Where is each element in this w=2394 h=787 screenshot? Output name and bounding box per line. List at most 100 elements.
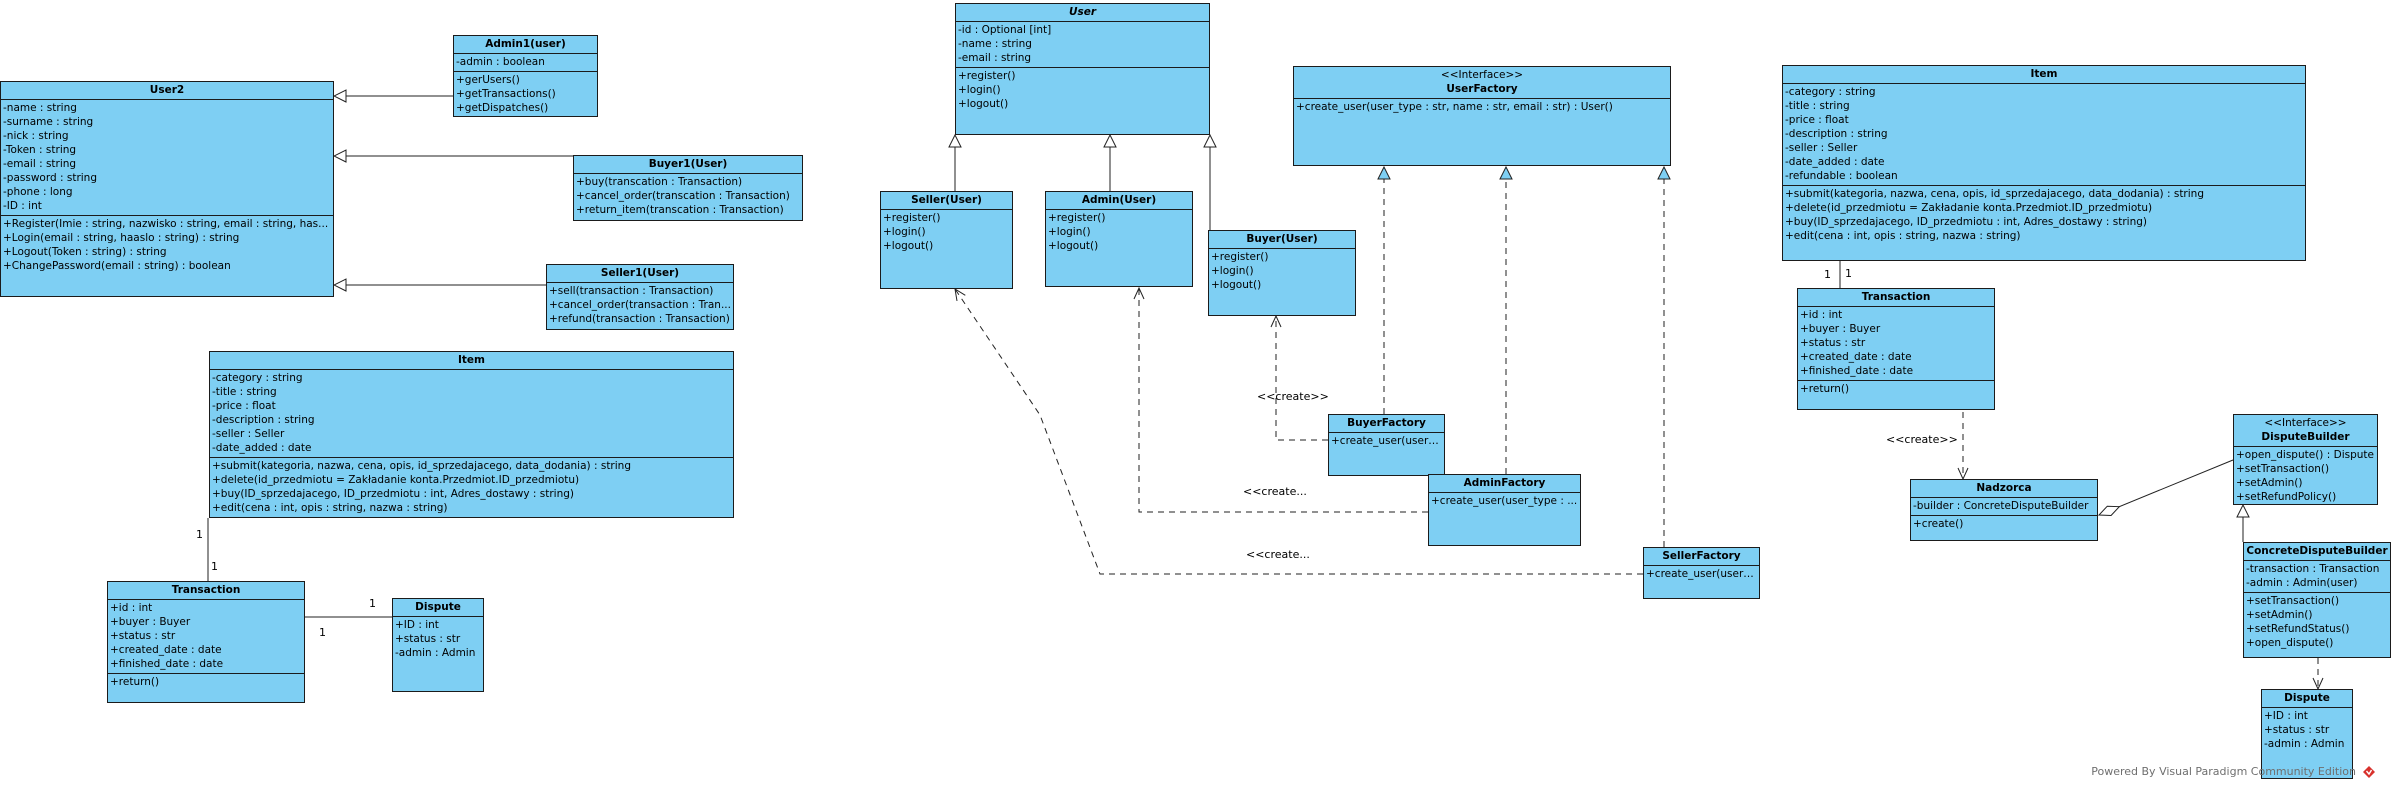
- operation: +logout(): [1211, 279, 1262, 291]
- class-name: SellerFactory: [1662, 550, 1741, 562]
- operation: +setRefundPolicy(): [2236, 491, 2337, 503]
- operation: +refund(transaction : Transaction): [549, 313, 730, 325]
- class-concretedisputebuilder[interactable]: ConcreteDisputeBuilder -transaction : Tr…: [2243, 542, 2391, 658]
- class-admin1-user[interactable]: Admin1(user) -admin : boolean +gerUsers(…: [453, 35, 598, 117]
- attribute: -description : string: [1785, 128, 1888, 140]
- multiplicity-label: 1: [211, 560, 218, 573]
- class-buyerfactory[interactable]: BuyerFactory +create_user(user_...: [1328, 414, 1445, 476]
- class-seller1-user[interactable]: Seller1(User) +sell(transaction : Transa…: [546, 264, 734, 330]
- attributes-section: +id : int +buyer : Buyer +status : str +…: [1798, 307, 1994, 381]
- attribute: -title : string: [1785, 100, 1850, 112]
- stereotype: <<Interface>>: [2264, 417, 2347, 429]
- class-name: Seller(User): [911, 194, 982, 206]
- attribute: -id : Optional [int]: [958, 24, 1052, 36]
- operations-section: +register() +login() +logout(): [1209, 249, 1355, 294]
- class-seller-user[interactable]: Seller(User) +register() +login() +logou…: [880, 191, 1013, 289]
- operation: +create_user(user_type : str, name : str…: [1296, 101, 1613, 113]
- operations-section: +return(): [108, 674, 304, 691]
- class-nadzorca[interactable]: Nadzorca -builder : ConcreteDisputeBuild…: [1910, 479, 2098, 541]
- attribute: -seller : Seller: [1785, 142, 1858, 154]
- multiplicity-label: 1: [1845, 267, 1852, 280]
- operation: +setAdmin(): [2236, 477, 2303, 489]
- attribute: -builder : ConcreteDisputeBuilder: [1913, 500, 2089, 512]
- dep-adminfactory-admin: [1139, 288, 1428, 513]
- attribute: +created_date : date: [1800, 351, 1912, 363]
- attribute: -surname : string: [3, 116, 94, 128]
- class-name: Buyer1(User): [648, 158, 728, 170]
- class-item-right[interactable]: Item -category : string -title : string …: [1782, 65, 2306, 261]
- class-name: ConcreteDisputeBuilder: [2246, 545, 2388, 557]
- class-item-left[interactable]: Item -category : string -title : string …: [209, 351, 734, 518]
- attribute: -name : string: [958, 38, 1032, 50]
- operations-section: +register() +login() +logout(): [956, 68, 1209, 113]
- operations-section: +create_user(user_type : ...: [1429, 493, 1580, 510]
- class-admin-user[interactable]: Admin(User) +register() +login() +logout…: [1045, 191, 1193, 287]
- class-transaction-left[interactable]: Transaction +id : int +buyer : Buyer +st…: [107, 581, 305, 703]
- operation: +register(): [1048, 212, 1106, 224]
- stereotype: <<Interface>>: [1440, 69, 1524, 81]
- operation: +edit(cena : int, opis : string, nazwa :…: [212, 502, 448, 514]
- create-label: <<create>>: [1257, 390, 1329, 403]
- class-buyer1-user[interactable]: Buyer1(User) +buy(transcation : Transact…: [573, 155, 803, 221]
- class-buyer-user[interactable]: Buyer(User) +register() +login() +logout…: [1208, 230, 1356, 316]
- operation: +login(): [958, 84, 1001, 96]
- attribute: -nick : string: [3, 130, 69, 142]
- attribute: +status : str: [1800, 337, 1866, 349]
- attribute: +buyer : Buyer: [1800, 323, 1881, 335]
- operation: +register(): [1211, 251, 1269, 263]
- multiplicity-label: 1: [196, 528, 203, 541]
- operation: +register(): [883, 212, 941, 224]
- attributes-section: -name : string -surname : string -nick :…: [1, 100, 333, 216]
- attribute: +id : int: [110, 602, 153, 614]
- attribute: -refundable : boolean: [1785, 170, 1898, 182]
- operations-section: +submit(kategoria, nazwa, cena, opis, id…: [210, 458, 733, 517]
- operation: +buy(transcation : Transaction): [576, 176, 743, 188]
- attributes-section: +id : int +buyer : Buyer +status : str +…: [108, 600, 304, 674]
- dep-buyerfactory-buyer: [1276, 316, 1328, 441]
- attribute: -date_added : date: [212, 442, 312, 454]
- class-dispute-left[interactable]: Dispute +ID : int +status : str -admin :…: [392, 598, 484, 692]
- attribute: +ID : int: [2264, 710, 2308, 722]
- operation: +open_dispute(): [2246, 637, 2334, 649]
- footer-credit: Powered By Visual Paradigm Community Edi…: [2091, 765, 2356, 778]
- class-dispute-right[interactable]: Dispute +ID : int +status : str -admin :…: [2261, 689, 2353, 779]
- class-user-abstract[interactable]: User -id : Optional [int] -name : string…: [955, 3, 1210, 135]
- attribute: -price : float: [212, 400, 276, 412]
- attribute: -admin : Admin(user): [2246, 577, 2358, 589]
- operation: +login(): [1048, 226, 1091, 238]
- attribute: -transaction : Transaction: [2246, 563, 2380, 575]
- operation: +login(): [883, 226, 926, 238]
- operation: +create_user(user_type : ...: [1431, 495, 1578, 507]
- attribute: -admin : Admin: [395, 647, 476, 659]
- operation: +delete(id_przedmiotu = Zakładanie konta…: [212, 474, 580, 486]
- operation: +Logout(Token : string) : string: [3, 246, 167, 258]
- operation: +getDispatches(): [456, 102, 549, 114]
- operations-section: +create(): [1911, 516, 2097, 533]
- operation: +create_user(user_...: [1646, 568, 1757, 580]
- class-adminfactory[interactable]: AdminFactory +create_user(user_type : ..…: [1428, 474, 1581, 546]
- operations-section: +setTransaction() +setAdmin() +setRefund…: [2244, 593, 2390, 652]
- class-name: User: [1068, 6, 1097, 18]
- class-user2[interactable]: User2 -name : string -surname : string -…: [0, 81, 334, 297]
- operations-section: +buy(transcation : Transaction) +cancel_…: [574, 174, 802, 219]
- operations-section: +open_dispute() : Dispute +setTransactio…: [2234, 447, 2377, 506]
- interface-disputebuilder[interactable]: <<Interface>> DisputeBuilder +open_dispu…: [2233, 414, 2378, 505]
- attribute: +buyer : Buyer: [110, 616, 191, 628]
- create-label: <<create...: [1243, 485, 1307, 498]
- operation: +cancel_order(transaction : Tran...: [549, 299, 731, 311]
- operation: +return(): [110, 676, 160, 688]
- class-name: Admin1(user): [485, 38, 566, 50]
- operation: +Register(Imie : string, nazwisko : stri…: [3, 218, 329, 230]
- dep-sellerfactory-seller: [955, 289, 1643, 575]
- attribute: -description : string: [212, 414, 315, 426]
- attribute: +ID : int: [395, 619, 439, 631]
- operations-section: +create_user(user_...: [1644, 566, 1759, 583]
- class-transaction-right[interactable]: Transaction +id : int +buyer : Buyer +st…: [1797, 288, 1995, 410]
- interface-userfactory[interactable]: <<Interface>> UserFactory +create_user(u…: [1293, 66, 1671, 166]
- class-name: Seller1(User): [600, 267, 680, 279]
- attributes-section: +ID : int +status : str -admin : Admin: [2262, 708, 2352, 753]
- class-sellerfactory[interactable]: SellerFactory +create_user(user_...: [1643, 547, 1760, 599]
- attributes-section: -category : string -title : string -pric…: [1783, 84, 2305, 186]
- attributes-section: -admin : boolean: [454, 54, 597, 72]
